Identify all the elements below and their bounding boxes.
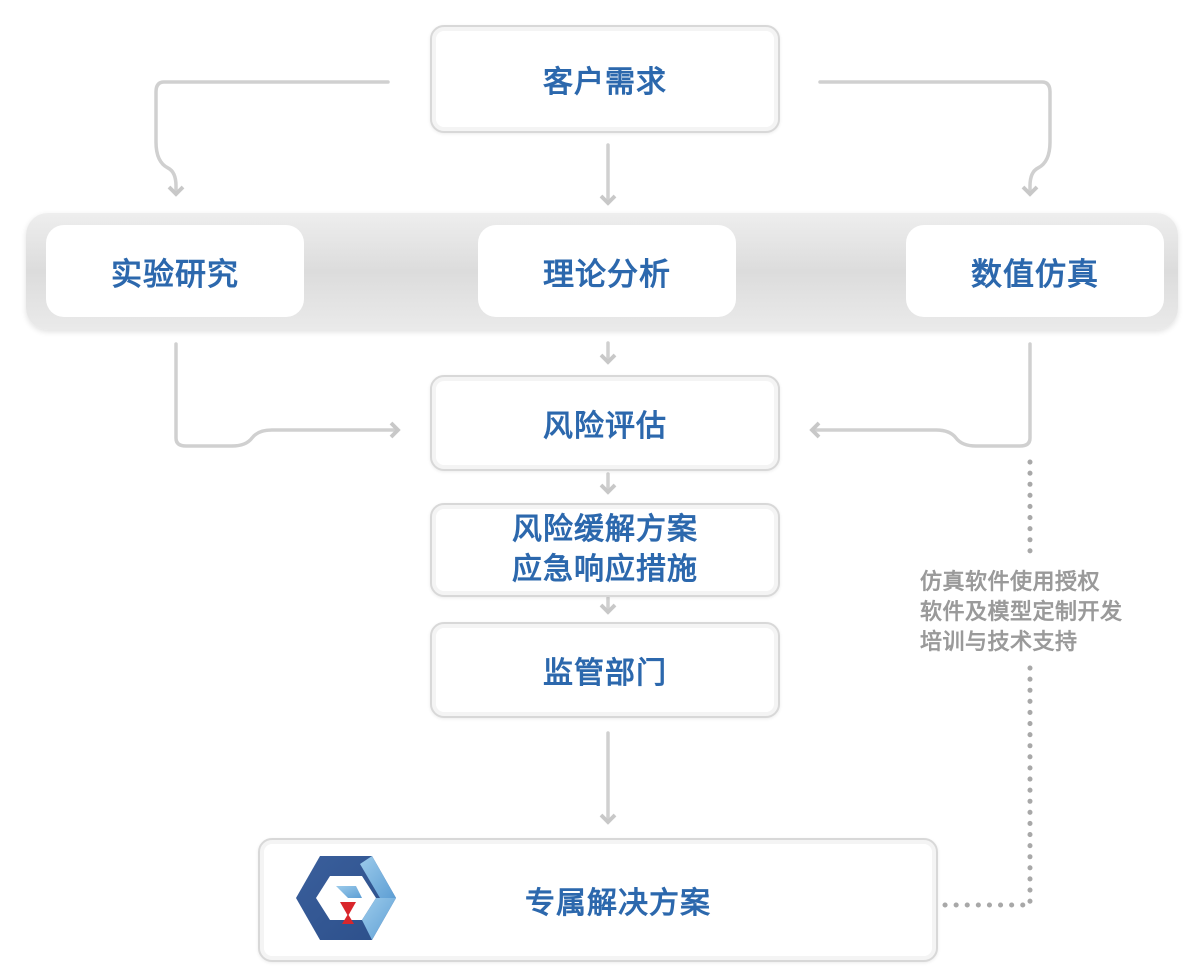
services-list: 仿真软件使用授权 软件及模型定制开发 培训与技术支持: [918, 568, 1125, 658]
connector-demand-to-experiment: [154, 80, 390, 197]
mitigation-label-line1: 风险缓解方案: [512, 512, 698, 547]
risk-assessment-label: 风险评估: [543, 409, 667, 444]
simulation-card: 数值仿真: [906, 225, 1164, 317]
connector-services-dotted: [937, 459, 1033, 908]
regulator-label: 监管部门: [543, 656, 667, 691]
regulator-box: 监管部门: [430, 622, 780, 718]
experiment-card: 实验研究: [46, 225, 304, 317]
experiment-label: 实验研究: [111, 256, 239, 293]
company-logo-icon: [296, 856, 396, 940]
simulation-label: 数值仿真: [971, 256, 1099, 293]
service-item: 培训与技术支持: [920, 630, 1078, 655]
customer-demand-label: 客户需求: [543, 65, 667, 100]
theory-card: 理论分析: [478, 225, 736, 317]
service-item: 仿真软件使用授权: [920, 570, 1101, 595]
solution-label: 专属解决方案: [525, 886, 711, 921]
connector-demand-to-simulation: [818, 80, 1052, 197]
risk-assessment-box: 风险评估: [430, 375, 780, 471]
connector-experiment-to-risk: [174, 342, 401, 448]
mitigation-box: 风险缓解方案 应急响应措施: [430, 503, 780, 597]
customer-demand-box: 客户需求: [430, 25, 780, 133]
connector-simulation-to-risk: [809, 342, 1032, 448]
mitigation-label-line2: 应急响应措施: [512, 552, 698, 587]
service-item: 软件及模型定制开发: [920, 600, 1123, 625]
theory-label: 理论分析: [543, 256, 671, 293]
